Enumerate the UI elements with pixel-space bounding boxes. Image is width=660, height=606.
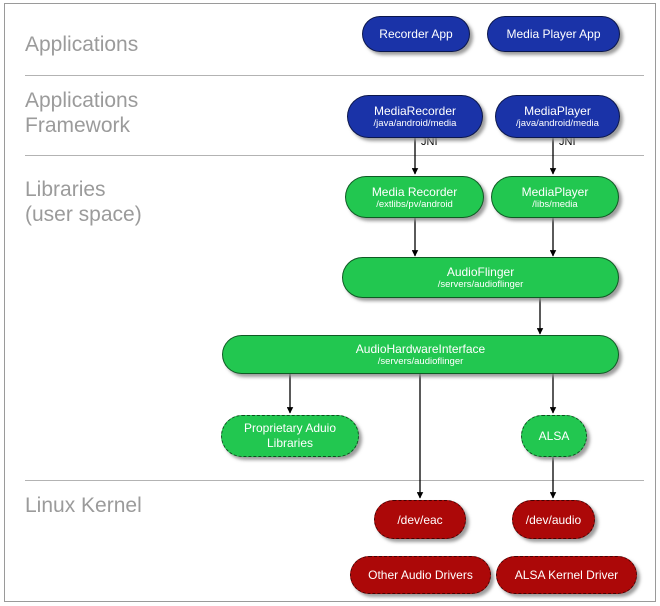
node-audioflinger-title: AudioFlinger xyxy=(446,265,515,279)
layer-label-linux-kernel: Linux Kernel xyxy=(25,494,142,517)
node-dev-audio[interactable]: /dev/audio xyxy=(512,500,595,539)
node-dev-audio-title: /dev/audio xyxy=(525,512,582,527)
layer-label-applications-framework: Applications Framework xyxy=(25,89,139,137)
node-recorder-app-title: Recorder App xyxy=(379,27,453,41)
node-mediaplayer-lib-path: /libs/media xyxy=(532,198,578,210)
node-alsa[interactable]: ALSA xyxy=(521,415,587,457)
layer-separator-framework xyxy=(25,155,644,156)
node-recorder-app[interactable]: Recorder App xyxy=(362,16,470,52)
node-media-recorder-lib-path: /extlibs/pv/android xyxy=(376,198,453,210)
node-audiohardwareinterface[interactable]: AudioHardwareInterface /servers/audiofli… xyxy=(222,335,619,374)
layer-label-applications: Applications xyxy=(25,33,139,56)
node-mediaplayer-lib-title: MediaPlayer xyxy=(521,184,589,199)
node-proprietary-audio-libraries-title: Proprietary Aduio Libraries xyxy=(243,421,337,450)
node-dev-eac-title: /dev/eac xyxy=(397,512,443,527)
node-mediaplayer-framework-path: /java/android/media xyxy=(516,118,599,129)
node-alsa-kernel-driver-title: ALSA Kernel Driver xyxy=(514,568,619,582)
layer-separator-applications xyxy=(25,75,644,76)
node-other-audio-drivers[interactable]: Other Audio Drivers xyxy=(350,556,491,594)
node-other-audio-drivers-title: Other Audio Drivers xyxy=(368,568,473,582)
node-media-player-app[interactable]: Media Player App xyxy=(487,16,620,52)
node-audioflinger[interactable]: AudioFlinger /servers/audioflinger xyxy=(342,257,619,298)
node-proprietary-audio-libraries[interactable]: Proprietary Aduio Libraries xyxy=(221,415,359,457)
node-alsa-title: ALSA xyxy=(538,429,570,443)
node-media-recorder-lib-title: Media Recorder xyxy=(371,184,458,199)
node-mediarecorder-framework-title: MediaRecorder xyxy=(373,104,457,118)
node-media-recorder-lib[interactable]: Media Recorder /extlibs/pv/android xyxy=(345,176,484,218)
node-mediaplayer-lib[interactable]: MediaPlayer /libs/media xyxy=(491,176,619,218)
node-audiohardwareinterface-title: AudioHardwareInterface xyxy=(355,342,486,356)
node-mediarecorder-framework-path: /java/android/media xyxy=(373,118,457,129)
node-media-player-app-title: Media Player App xyxy=(506,27,601,41)
edge-label-jni-right: JNI xyxy=(559,136,576,148)
layer-label-libraries: Libraries (user space) xyxy=(25,178,142,226)
edge-label-jni-left: JNI xyxy=(421,136,438,148)
node-mediaplayer-framework[interactable]: MediaPlayer /java/android/media xyxy=(495,95,620,138)
node-mediaplayer-framework-title: MediaPlayer xyxy=(524,104,591,118)
node-dev-eac[interactable]: /dev/eac xyxy=(374,500,466,539)
layer-separator-kernel xyxy=(25,480,644,481)
node-mediarecorder-framework[interactable]: MediaRecorder /java/android/media xyxy=(347,95,483,138)
node-audioflinger-path: /servers/audioflinger xyxy=(437,279,524,290)
node-audiohardwareinterface-path: /servers/audioflinger xyxy=(377,356,464,367)
node-alsa-kernel-driver[interactable]: ALSA Kernel Driver xyxy=(496,556,637,594)
